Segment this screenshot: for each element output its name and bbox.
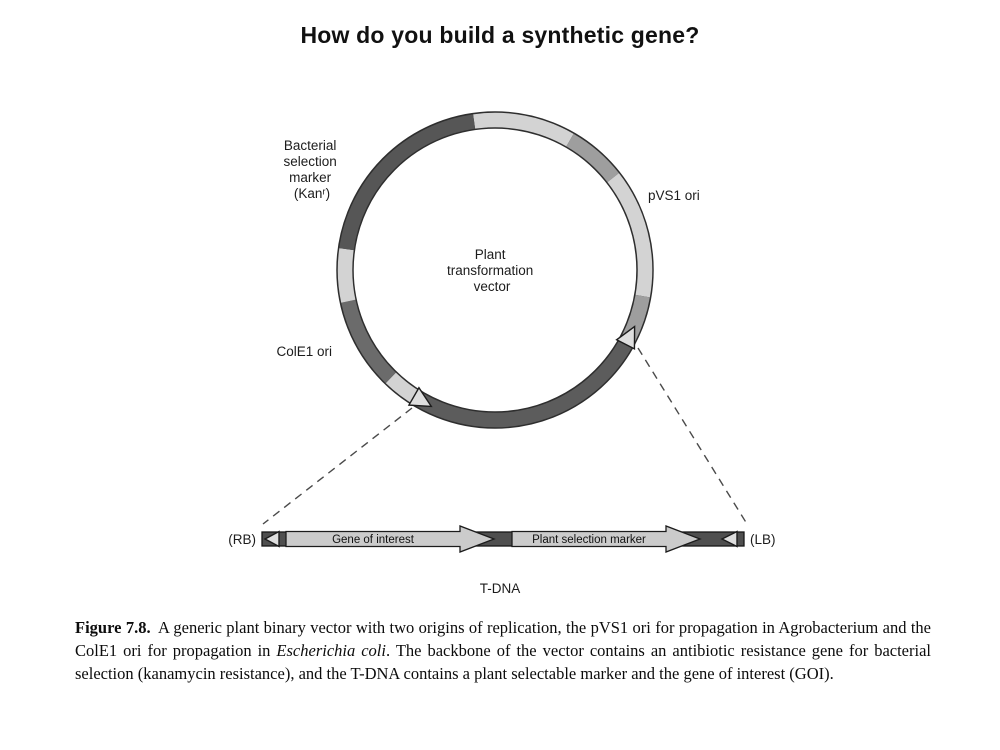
tdna-label: T-DNA (480, 581, 521, 596)
cole1-ori-label: ColE1 ori (276, 344, 332, 359)
caption-italic-species: Escherichia coli (276, 641, 386, 660)
plasmid-diagram: Bacterial selection marker (Kanʳ) pVS1 o… (228, 111, 776, 596)
lb-repeat-icon (720, 530, 738, 548)
gene-of-interest-arrow (285, 525, 496, 553)
plasmid-segment-cole1-ori (341, 299, 396, 384)
caption-text-after: . The backbone of the vector contains an… (75, 641, 931, 683)
dashed-callout-line-right (637, 347, 748, 525)
plant-selection-marker-label: Plant selection marker (532, 534, 646, 546)
figure-number: Figure 7.8. (75, 618, 151, 637)
plasmid-segment-kan-marker (339, 114, 476, 251)
page-title: How do you build a synthetic gene? (300, 22, 700, 48)
pvs1-ori-label: pVS1 ori (648, 188, 700, 203)
plant-selection-marker-arrow (511, 525, 702, 553)
plasmid-segment-pvs1-ori (607, 173, 653, 298)
lb-label: (LB) (750, 532, 776, 547)
plasmid-segment-top-light (473, 112, 574, 147)
figure-caption: Figure 7.8.A generic plant binary vector… (75, 616, 931, 685)
plasmid-center-label: Plant transformation vector (447, 247, 537, 294)
plasmid-segment-tdna (416, 334, 636, 428)
rb-border-arrow-icon (407, 386, 433, 408)
plasmid-segment-left-light (337, 248, 356, 303)
caption-text-before: A generic plant binary vector with two o… (75, 618, 931, 660)
bacterial-marker-label: Bacterial selection marker (Kanʳ) (283, 138, 340, 201)
dashed-callout-line-left (262, 407, 413, 525)
gene-of-interest-label: Gene of interest (332, 534, 415, 546)
rb-repeat-icon (263, 530, 280, 548)
lb-border-arrow-icon (615, 325, 636, 351)
plasmid-segment-topright-medium (566, 133, 619, 183)
rb-label: (RB) (228, 532, 256, 547)
